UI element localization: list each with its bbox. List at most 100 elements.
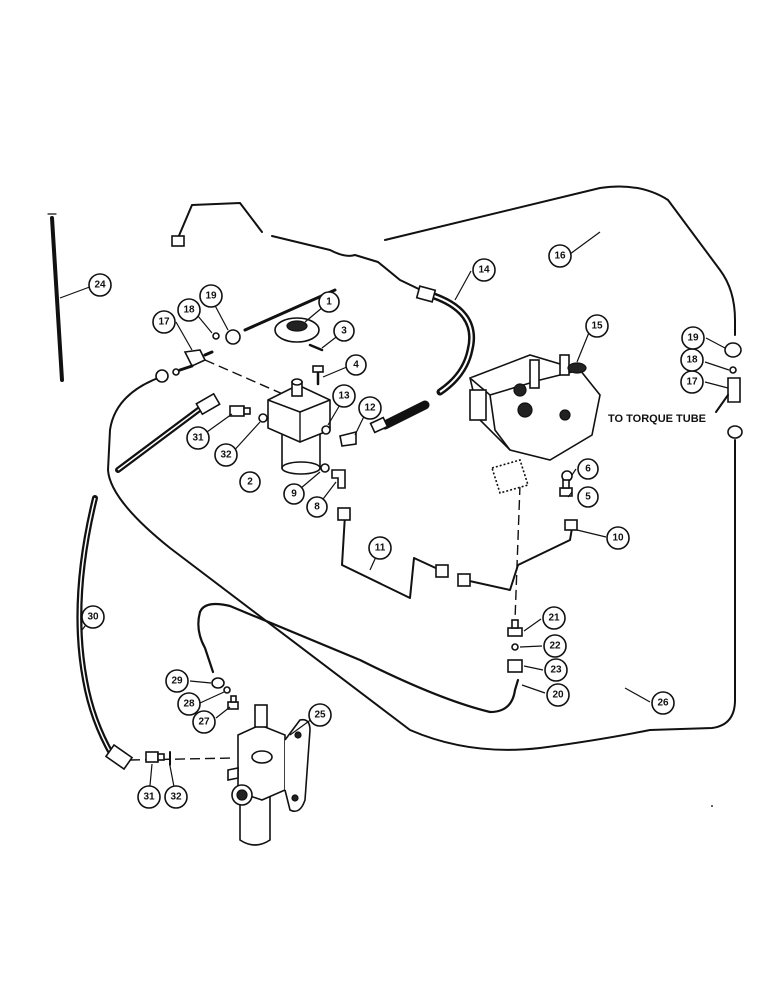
callout-31-upper-label: 31 xyxy=(192,433,204,444)
callout-12: 12 xyxy=(358,396,382,420)
callout-18-left: 18 xyxy=(177,298,201,322)
callout-25: 25 xyxy=(308,703,332,727)
callout-6: 6 xyxy=(577,458,599,480)
hose-upper-31-fitting xyxy=(195,392,221,416)
callout-2: 2 xyxy=(239,471,261,493)
part-19-nut-left xyxy=(225,329,241,345)
hose-12-fitting xyxy=(369,416,389,434)
tube-10-nut-right xyxy=(564,519,578,531)
callout-19-left: 19 xyxy=(199,284,223,308)
part-23-nut xyxy=(507,659,523,673)
callout-2-label: 2 xyxy=(247,477,253,488)
callout-26: 26 xyxy=(651,691,675,715)
callout-13-label: 13 xyxy=(338,391,350,402)
callout-30-label: 30 xyxy=(87,612,99,623)
dash-line-17-block xyxy=(204,359,286,396)
callout-14: 14 xyxy=(472,258,496,282)
callout-14-label: 14 xyxy=(478,265,490,276)
callout-4: 4 xyxy=(345,354,367,376)
callout-5: 5 xyxy=(577,486,599,508)
hose-14-fitting-top xyxy=(415,285,437,303)
hose-14-inner xyxy=(427,293,473,393)
part-tube-nut-right xyxy=(727,425,743,439)
tube-10-nut-left xyxy=(457,573,471,587)
callout-31-lower-label: 31 xyxy=(143,792,155,803)
callout-11: 11 xyxy=(368,536,392,560)
part-17-tee-right xyxy=(715,377,741,413)
callout-1-label: 1 xyxy=(326,297,332,308)
callout-31-lower: 31 xyxy=(137,785,161,809)
part-22-o-ring xyxy=(511,643,519,651)
part-nut-tube-left xyxy=(155,369,169,383)
callout-8-label: 8 xyxy=(314,502,320,513)
callout-18-right-label: 18 xyxy=(686,355,698,366)
callout-15-label: 15 xyxy=(591,321,603,332)
part-19-nut-right xyxy=(724,342,742,358)
tube-top xyxy=(177,202,426,293)
part-1-cap xyxy=(274,317,320,343)
tube-10 xyxy=(464,527,573,591)
callout-3-label: 3 xyxy=(341,326,347,337)
stray-mark xyxy=(711,805,713,807)
callout-16-label: 16 xyxy=(554,251,566,262)
part-4-bolt xyxy=(312,365,324,386)
callout-8: 8 xyxy=(306,496,328,518)
callout-32-lower-label: 32 xyxy=(170,792,182,803)
callout-1: 1 xyxy=(318,291,340,313)
callout-15: 15 xyxy=(585,314,609,338)
dash-line-valve-21 xyxy=(514,484,521,621)
part-3-pin xyxy=(308,343,324,352)
callout-22-label: 22 xyxy=(549,641,561,652)
callout-4-label: 4 xyxy=(353,360,359,371)
callout-27-label: 27 xyxy=(198,717,210,728)
hose-30-fitting xyxy=(104,743,134,771)
hose-upper-31-inner xyxy=(117,404,206,471)
part-29-nut xyxy=(211,677,225,689)
callout-23: 23 xyxy=(544,658,568,682)
callout-24: 24 xyxy=(88,273,112,297)
callout-29: 29 xyxy=(165,669,189,693)
callout-22: 22 xyxy=(543,634,567,658)
callout-19-left-label: 19 xyxy=(205,291,217,302)
callout-28-label: 28 xyxy=(183,699,195,710)
callout-10: 10 xyxy=(606,526,630,550)
part-28-o-ring xyxy=(223,686,231,694)
callout-28: 28 xyxy=(177,692,201,716)
callout-26-label: 26 xyxy=(657,698,669,709)
part-13-o-ring xyxy=(321,425,331,435)
part-ring-tube-left xyxy=(172,368,180,376)
part-9-o-ring xyxy=(320,463,330,473)
hose-30-inner xyxy=(78,497,113,756)
callout-30: 30 xyxy=(81,605,105,629)
tube-11-nut-top xyxy=(337,507,351,521)
callout-18-right: 18 xyxy=(680,348,704,372)
part-31-fitting-lower xyxy=(145,751,165,763)
callout-19-right-label: 19 xyxy=(687,333,699,344)
part-17-tee-left xyxy=(178,349,214,372)
part-18-ring-right xyxy=(729,366,737,374)
callout-5-label: 5 xyxy=(585,492,591,503)
part-15-control-valve xyxy=(469,354,601,461)
part-12-elbow xyxy=(339,430,357,447)
callout-23-label: 23 xyxy=(550,665,562,676)
callout-21: 21 xyxy=(542,606,566,630)
part-8-elbow xyxy=(331,469,346,489)
callout-18-left-label: 18 xyxy=(183,305,195,316)
part-18-ring-left xyxy=(212,332,220,340)
callout-17-right: 17 xyxy=(680,370,704,394)
callout-9: 9 xyxy=(283,483,305,505)
callout-9-label: 9 xyxy=(291,489,297,500)
callout-10-label: 10 xyxy=(612,533,624,544)
part-31-fitting-upper xyxy=(229,405,251,417)
part-25-steering-gear xyxy=(227,704,311,846)
callout-32-upper: 32 xyxy=(214,443,238,467)
callout-6-label: 6 xyxy=(585,464,591,475)
torque-tube-note: TO TORQUE TUBE xyxy=(608,413,706,425)
tube-29-drop xyxy=(197,610,215,674)
callout-20: 20 xyxy=(546,683,570,707)
tube-11-nut-end xyxy=(435,564,449,578)
callout-13: 13 xyxy=(332,384,356,408)
tube-16-26-loop xyxy=(107,185,736,751)
tube-20 xyxy=(198,602,520,714)
